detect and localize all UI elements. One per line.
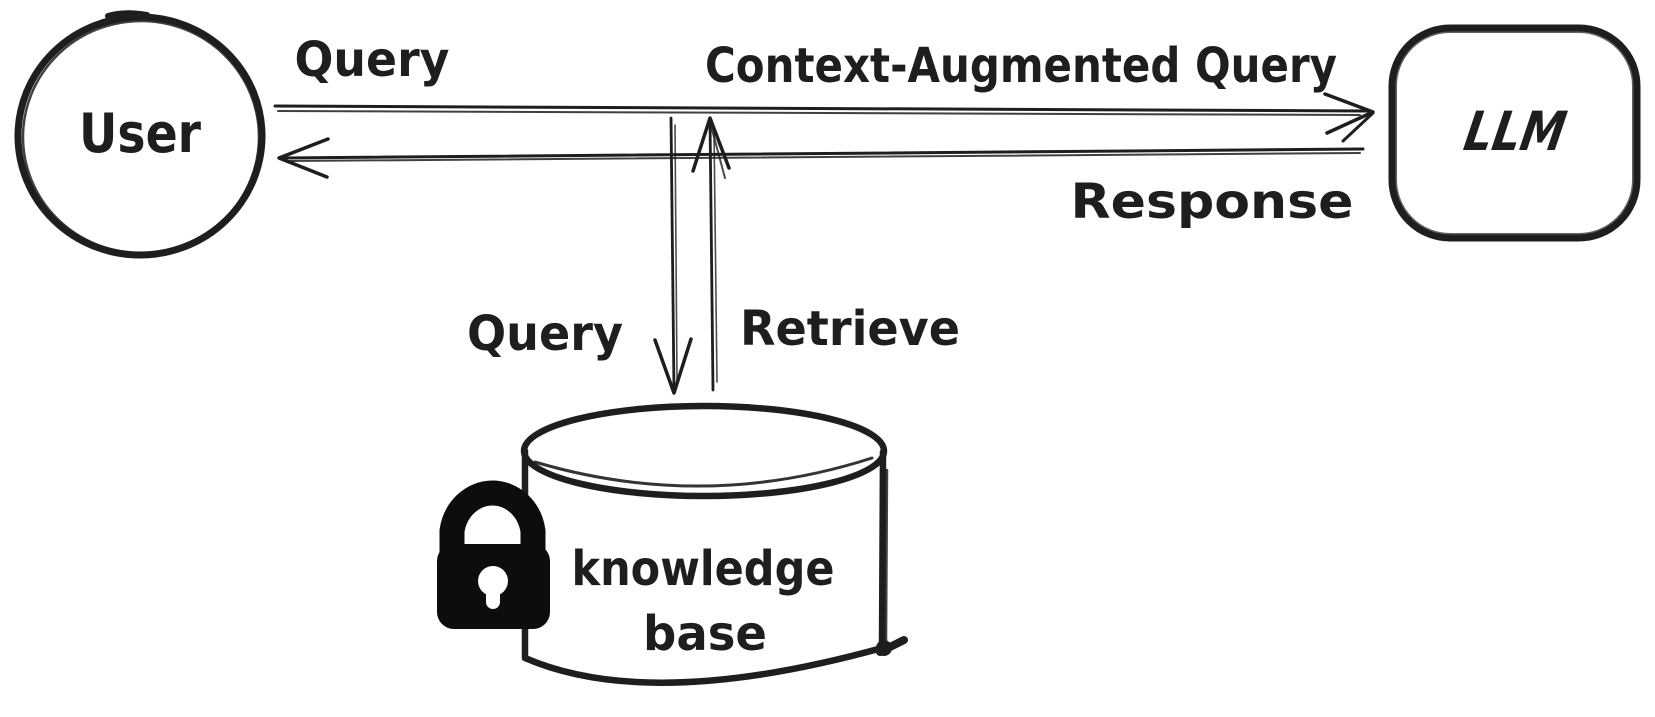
- cylinder-stroke-blob-tail: [876, 636, 908, 656]
- cylinder-top-ellipse: [520, 402, 888, 500]
- user-circle-sketch-echo: [21, 19, 261, 255]
- response-arrowhead-left: [277, 137, 330, 179]
- llm-box: [1388, 24, 1641, 242]
- cylinder-top-echo: [533, 456, 874, 488]
- response-arrow-line: [280, 147, 1365, 160]
- retrieve-label: Retrieve: [740, 301, 960, 357]
- query-down-line-echo: [674, 124, 678, 381]
- query-arrowhead-right-echo: [1341, 111, 1375, 143]
- lock-keyhole-stem: [486, 585, 500, 609]
- response-label: Response: [1071, 174, 1354, 230]
- retrieve-arrow-up-from-kb: [691, 116, 731, 392]
- response-arrow-line-echo: [289, 152, 1361, 162]
- user-circle-pen-start: [105, 10, 150, 19]
- knowledge-base-label-line1: knowledge: [572, 541, 835, 597]
- query-arrow-user-to-llm: [273, 92, 1375, 143]
- response-arrow-llm-to-user: [277, 137, 1365, 179]
- user-circle: [14, 13, 266, 259]
- cylinder-body: [521, 447, 887, 686]
- llm-node-label: LLM: [1460, 99, 1571, 163]
- query-arrow-line-echo: [277, 110, 1361, 116]
- retrieve-up-line-echo: [713, 129, 718, 383]
- query-down-arrowhead: [653, 337, 693, 395]
- retrieve-up-arrowhead-echo: [709, 121, 726, 179]
- query-down-label: Query: [467, 306, 623, 362]
- query-arrow-down-to-kb: [653, 116, 693, 395]
- user-node-label: User: [79, 102, 201, 165]
- llm-node: LLM: [1388, 24, 1641, 242]
- query-top-label: Query: [295, 32, 450, 88]
- llm-box-sketch-echo: [1395, 31, 1634, 235]
- lock-keyhole-circle: [478, 566, 508, 596]
- knowledge-base-label-line2: base: [643, 606, 767, 662]
- cylinder-right-echo: [884, 468, 889, 644]
- knowledge-base-node: knowledge base: [520, 402, 908, 686]
- query-arrow-line: [273, 104, 1370, 113]
- context-augmented-query-label: Context-Augmented Query: [705, 38, 1337, 94]
- user-node: User: [14, 10, 266, 259]
- retrieve-up-line: [708, 118, 715, 392]
- query-arrowhead-right: [1323, 92, 1375, 135]
- retrieve-up-arrowhead: [691, 116, 731, 173]
- query-down-line: [669, 116, 676, 393]
- lock-icon: [437, 480, 550, 629]
- lock-shackle: [439, 480, 546, 562]
